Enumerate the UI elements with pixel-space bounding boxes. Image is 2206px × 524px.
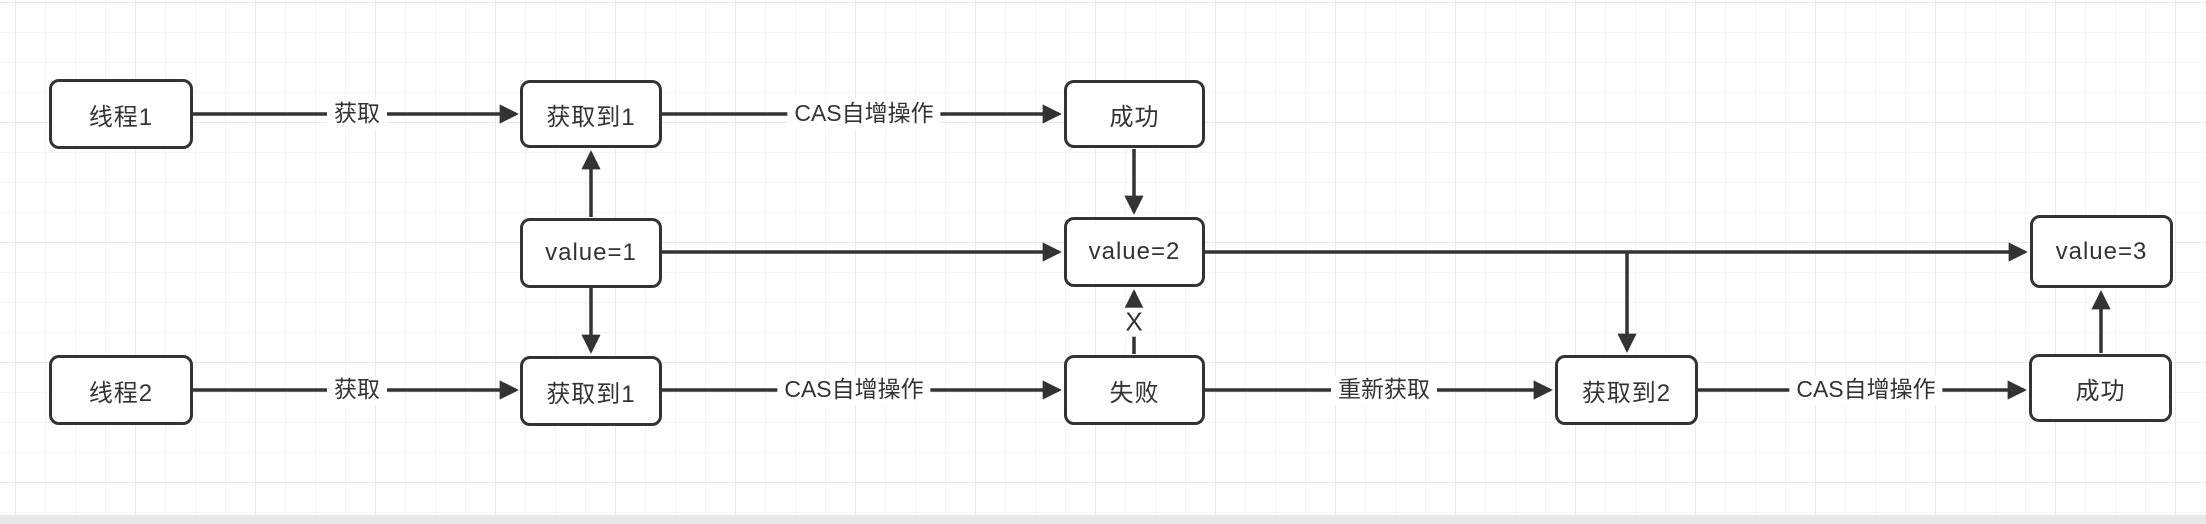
edge-label-cas-top[interactable]: CAS自增操作 xyxy=(787,99,941,129)
edge-label-acquire-top[interactable]: 获取 xyxy=(327,99,387,129)
node-thread2[interactable]: 线程2 xyxy=(49,355,193,425)
edge-label-cas-bottom[interactable]: CAS自增操作 xyxy=(777,375,931,405)
edge-label-acquire-bottom[interactable]: 获取 xyxy=(327,375,387,405)
blocked-x-mark[interactable]: X xyxy=(1121,308,1147,337)
node-value3[interactable]: value=3 xyxy=(2030,215,2173,288)
node-thread1[interactable]: 线程1 xyxy=(49,79,193,149)
edge-label-cas-retry[interactable]: CAS自增操作 xyxy=(1789,375,1943,405)
node-value1[interactable]: value=1 xyxy=(520,218,662,288)
edge-label-reacquire[interactable]: 重新获取 xyxy=(1331,375,1437,405)
node-success-bottom[interactable]: 成功 xyxy=(2029,354,2172,422)
node-got1-top[interactable]: 获取到1 xyxy=(520,80,662,148)
canvas-bottom-edge xyxy=(0,515,2206,524)
node-value2[interactable]: value=2 xyxy=(1064,217,1205,287)
node-got2[interactable]: 获取到2 xyxy=(1555,355,1698,425)
node-got1-bottom[interactable]: 获取到1 xyxy=(520,356,662,426)
node-fail[interactable]: 失败 xyxy=(1064,355,1205,425)
node-success-top[interactable]: 成功 xyxy=(1064,80,1205,148)
